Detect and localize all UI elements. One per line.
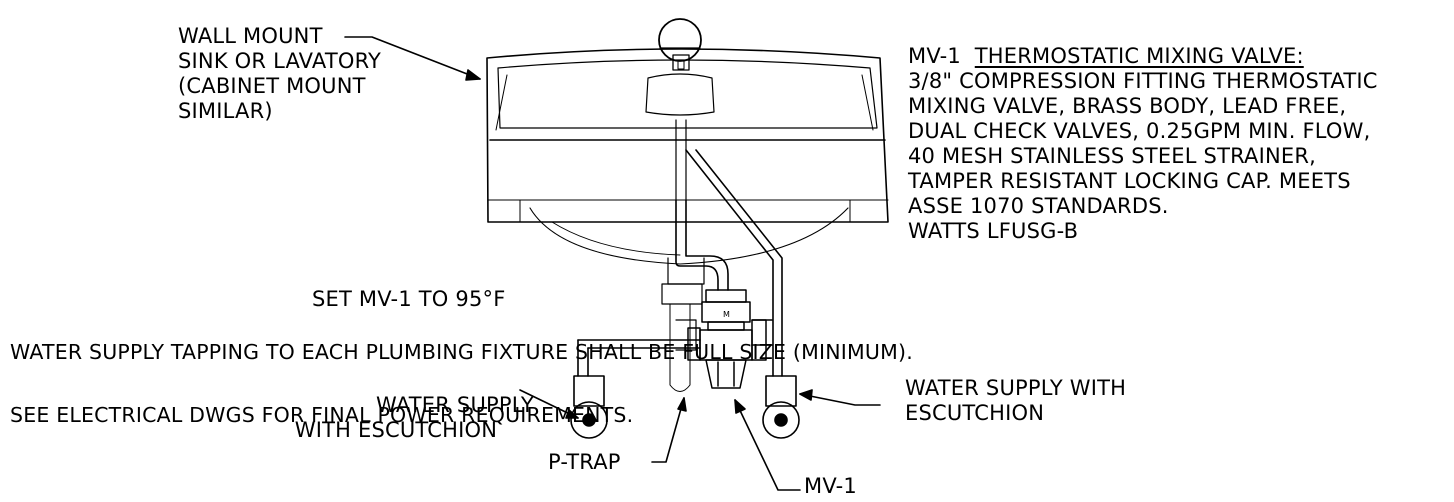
mv1-label: MV-1 <box>804 474 857 498</box>
spec-line: TAMPER RESISTANT LOCKING CAP. MEETS <box>908 169 1351 193</box>
spec-line: ASSE 1070 STANDARDS. <box>908 194 1169 218</box>
electrical-note: SEE ELECTRICAL DWGS FOR FINAL POWER REQU… <box>10 403 634 427</box>
spec-line: MIXING VALVE, BRASS BODY, LEAD FREE, <box>908 94 1347 118</box>
p-trap-label: P-TRAP <box>548 450 621 474</box>
spec-line: DUAL CHECK VALVES, 0.25GPM MIN. FLOW, <box>908 119 1371 143</box>
supply-left-label: WATER SUPPLY WITH ESCUTCHION <box>294 393 534 442</box>
svg-text:M: M <box>723 310 730 319</box>
set-temperature-note: SET MV-1 TO 95°F <box>312 287 506 311</box>
supply-right-label: WATER SUPPLY WITH ESCUTCHION <box>905 376 1127 425</box>
spec-tag: MV-1 <box>908 44 961 68</box>
leader-lines <box>344 36 881 491</box>
spec-block: MV-1 THERMOSTATIC MIXING VALVE: 3/8" COM… <box>908 44 1378 244</box>
sink-icon <box>486 48 889 265</box>
spec-line: 40 MESH STAINLESS STEEL STRAINER, <box>908 144 1317 168</box>
tapping-note: WATER SUPPLY TAPPING TO EACH PLUMBING FI… <box>10 340 913 364</box>
spec-title-line: MV-1 THERMOSTATIC MIXING VALVE: <box>908 44 1378 69</box>
p-trap-icon <box>661 257 705 392</box>
mixing-valve-icon: M <box>687 289 767 389</box>
spec-line: 3/8" COMPRESSION FITTING THERMOSTATIC <box>908 69 1378 93</box>
spec-line: WATTS LFUSG-B <box>908 219 1079 243</box>
faucet-icon <box>645 18 715 201</box>
supply-stop-left-icon <box>570 375 608 439</box>
spec-title: THERMOSTATIC MIXING VALVE: <box>974 44 1304 68</box>
supply-piping <box>577 149 783 377</box>
wall-mount-label: WALL MOUNT SINK OR LAVATORY (CABINET MOU… <box>178 24 382 123</box>
supply-stop-right-icon <box>762 375 800 439</box>
